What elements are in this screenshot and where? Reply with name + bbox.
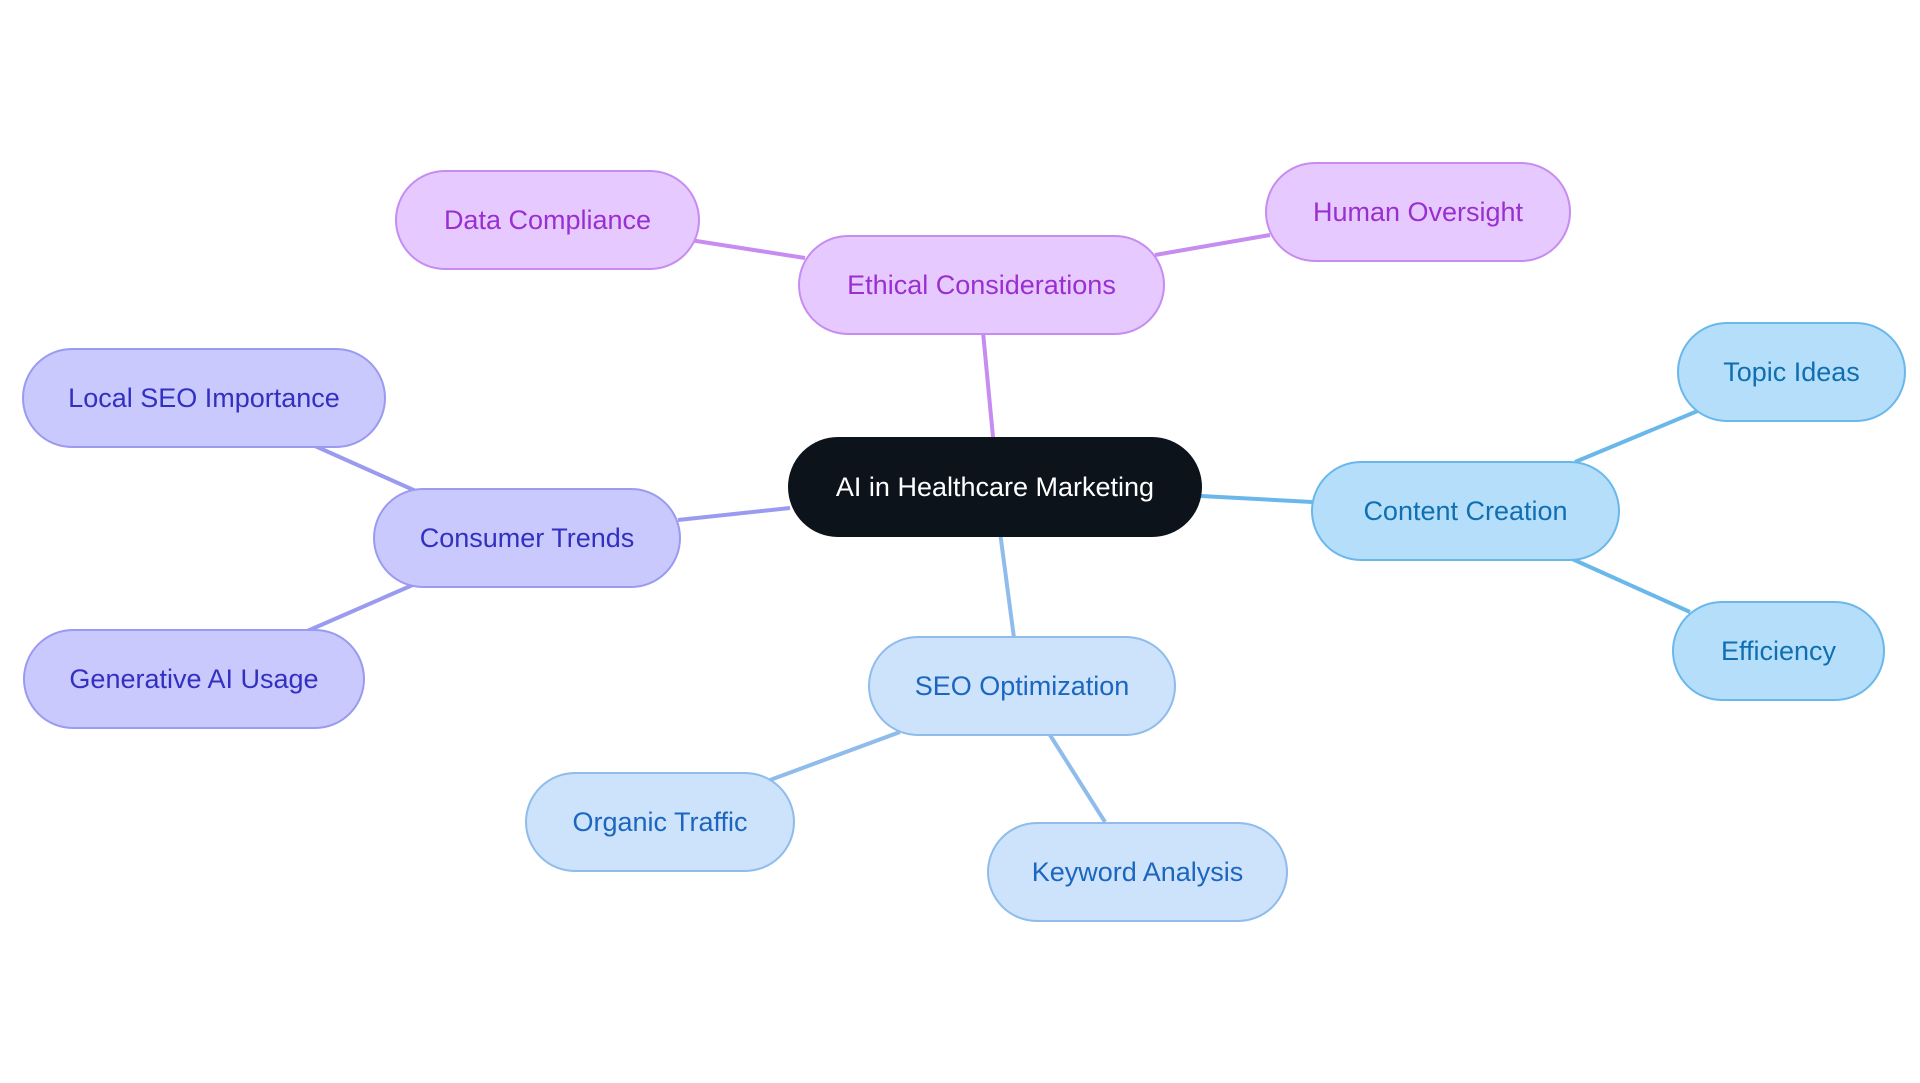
- edge-ethical-data-compliance: [689, 238, 806, 260]
- leaf-node-topic-ideas[interactable]: Topic Ideas: [1677, 322, 1906, 422]
- edge-ethical-human-oversight: [1154, 233, 1271, 257]
- branch-label: Content Creation: [1363, 495, 1568, 526]
- edge-root-seo: [998, 531, 1016, 639]
- leaf-node-human-oversight[interactable]: Human Oversight: [1265, 162, 1571, 262]
- branch-node-ethical-considerations[interactable]: Ethical Considerations: [798, 235, 1165, 335]
- branch-label: Ethical Considerations: [847, 269, 1116, 300]
- branch-node-seo-optimization[interactable]: SEO Optimization: [868, 636, 1176, 736]
- edge-content-topic-ideas: [1574, 408, 1701, 464]
- branch-node-content-creation[interactable]: Content Creation: [1311, 461, 1620, 561]
- edge-seo-keyword: [1048, 733, 1107, 824]
- leaf-label: Efficiency: [1720, 635, 1837, 666]
- leaf-label: Human Oversight: [1312, 196, 1524, 227]
- branch-label: Consumer Trends: [419, 522, 635, 553]
- leaf-node-keyword-analysis[interactable]: Keyword Analysis: [987, 822, 1288, 922]
- leaf-label: Generative AI Usage: [69, 663, 319, 694]
- leaf-label: Topic Ideas: [1723, 356, 1860, 387]
- leaf-node-organic-traffic[interactable]: Organic Traffic: [525, 772, 795, 872]
- leaf-node-data-compliance[interactable]: Data Compliance: [395, 170, 700, 270]
- branch-node-consumer-trends[interactable]: Consumer Trends: [373, 488, 681, 588]
- leaf-node-local-seo-importance[interactable]: Local SEO Importance: [22, 348, 386, 448]
- branch-label: SEO Optimization: [914, 670, 1130, 701]
- leaf-label: Keyword Analysis: [1031, 856, 1244, 887]
- root-node[interactable]: AI in Healthcare Marketing: [788, 437, 1202, 537]
- edge-root-content: [1200, 494, 1313, 504]
- edge-root-consumer: [677, 506, 791, 522]
- leaf-label: Data Compliance: [443, 204, 652, 235]
- edge-root-ethical: [981, 331, 995, 438]
- edge-content-efficiency: [1569, 556, 1691, 614]
- edge-consumer-generative: [304, 582, 416, 634]
- edge-seo-organic: [769, 730, 901, 782]
- root-label: AI in Healthcare Marketing: [835, 471, 1155, 502]
- leaf-label: Local SEO Importance: [68, 382, 340, 413]
- leaf-label: Organic Traffic: [572, 806, 748, 837]
- leaf-node-efficiency[interactable]: Efficiency: [1672, 601, 1885, 701]
- leaf-node-generative-ai-usage[interactable]: Generative AI Usage: [23, 629, 365, 729]
- edge-consumer-local-seo: [314, 444, 419, 494]
